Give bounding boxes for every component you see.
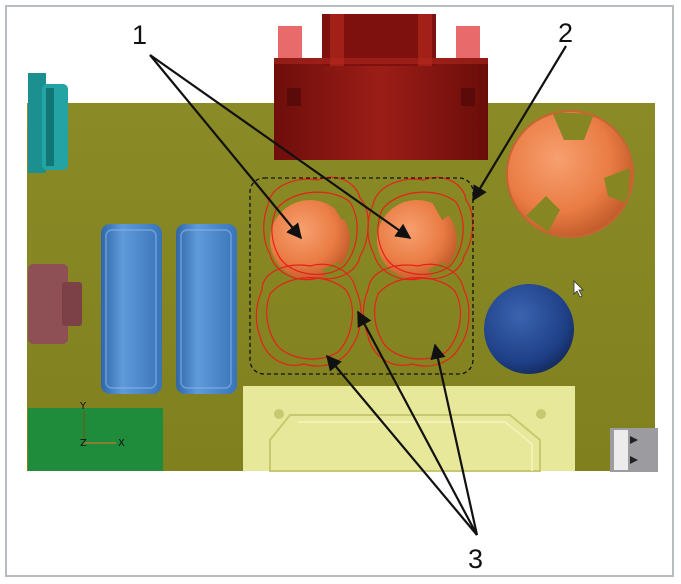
callout-label-3: 3 [468,544,483,574]
coordinate-axes-icon: Y Z X [79,401,125,449]
yellow-transformer [243,386,575,472]
dashed-region-outline [249,177,474,375]
arrow-1-right [149,54,412,239]
teal-connector [28,73,68,173]
axis-label-x: X [118,438,125,449]
arrow-1-left [149,54,302,240]
mouse-cursor-icon [573,280,584,298]
large-orange-capacitor [506,110,634,238]
red-outline-contours [255,176,474,367]
blue-capacitor-block-left [101,224,162,394]
gray-terminal [610,428,658,472]
red-connector [274,14,488,160]
green-module [28,408,163,471]
leader-arrows [149,45,567,536]
mauve-connector [28,264,82,344]
arrow-3-middle [357,310,478,536]
axis-label-z: Z [80,438,87,449]
axis-label-y: Y [79,401,87,412]
blue-capacitor-block-right [176,224,237,394]
arrow-2 [472,45,567,202]
callout-label-1: 1 [132,20,147,50]
arrow-3-left [326,354,478,536]
callout-label-2: 2 [558,18,573,48]
blue-electrolytic-capacitor [484,284,574,374]
small-orange-capacitor-right [377,198,457,282]
arrow-3-right [430,343,479,536]
